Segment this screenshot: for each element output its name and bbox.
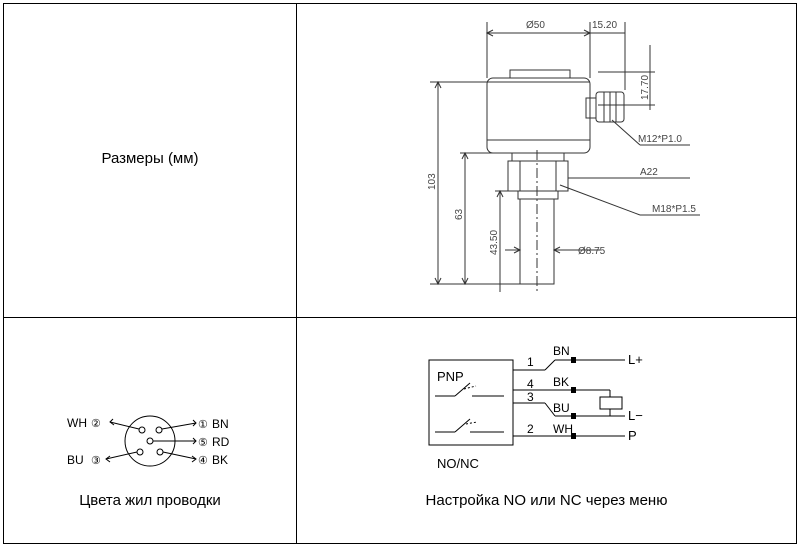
no-nc-menu-label: Настройка NO или NC через меню (425, 492, 668, 509)
table-border-top (3, 3, 797, 4)
wire-color-bn: BN (553, 344, 570, 358)
connector-wh (571, 433, 576, 439)
wire-pin-1: 1 (527, 355, 534, 369)
connector-pinout-diagram: WH ② BU ③ ① BN ⑤ RD ④ BK (67, 415, 230, 467)
pin-2 (138, 426, 146, 434)
wire-color-bk: BK (553, 375, 569, 389)
pin-num-rd: ⑤ (198, 437, 208, 449)
table-border-right (796, 3, 797, 544)
table-border-bottom (3, 543, 797, 544)
dimensions-label: Размеры (мм) (101, 150, 199, 167)
table-divider-vertical (296, 3, 297, 544)
dim-h103: 103 (427, 173, 438, 190)
terminal-l-minus: L− (628, 408, 643, 423)
dimensions-drawing: Ø50 15.20 17.70 M12*P1.0 A22 M18*P1.5 10… (427, 20, 700, 292)
no-nc-mode-label: NO/NC (437, 456, 479, 471)
dim-h63: 63 (454, 208, 465, 220)
pin-label-wh: WH (67, 416, 87, 430)
pin-num-bk: ④ (198, 455, 208, 467)
dim-d8: Ø8.75 (578, 246, 606, 257)
table-border-left (3, 3, 4, 544)
dim-h43: 43.50 (489, 230, 500, 255)
connector-bu (571, 413, 576, 419)
wiring-colors-label: Цвета жил проводки (79, 492, 221, 509)
dim-d50: Ø50 (526, 20, 545, 31)
table-divider-horizontal (3, 317, 797, 318)
wiring-schematic: PNP NO/NC 1 BN L+ 4 BK 3 BU L− 2 WH P (428, 344, 643, 471)
pnp-label: PNP (437, 369, 464, 384)
dim-thread-m18: M18*P1.5 (652, 204, 696, 215)
terminal-p: P (628, 428, 637, 443)
dim-h17: 17.70 (640, 75, 651, 100)
pin-5 (146, 437, 154, 445)
pin-label-bu: BU (67, 453, 84, 467)
connector-bk (571, 387, 576, 393)
pin-num-bn: ① (198, 419, 208, 431)
wire-pin-3: 3 (527, 390, 534, 404)
connector-bn (571, 357, 576, 363)
dim-thread-m12: M12*P1.0 (638, 134, 682, 145)
pin-label-bn: BN (212, 417, 229, 431)
dim-across-flats: A22 (640, 167, 658, 178)
pin-num-wh: ② (91, 418, 101, 430)
pin-label-bk: BK (212, 453, 228, 467)
wire-color-bu: BU (553, 401, 570, 415)
pin-label-rd: RD (212, 435, 230, 449)
wire-pin-4: 4 (527, 377, 534, 391)
pin-num-bu: ③ (91, 455, 101, 467)
wire-pin-2: 2 (527, 422, 534, 436)
load-resistor (599, 396, 623, 410)
terminal-l-plus: L+ (628, 352, 643, 367)
dim-w15: 15.20 (592, 20, 617, 31)
wire-color-wh: WH (553, 422, 573, 436)
pin-4 (156, 448, 164, 456)
pin-1 (155, 426, 163, 434)
pin-3 (136, 448, 144, 456)
